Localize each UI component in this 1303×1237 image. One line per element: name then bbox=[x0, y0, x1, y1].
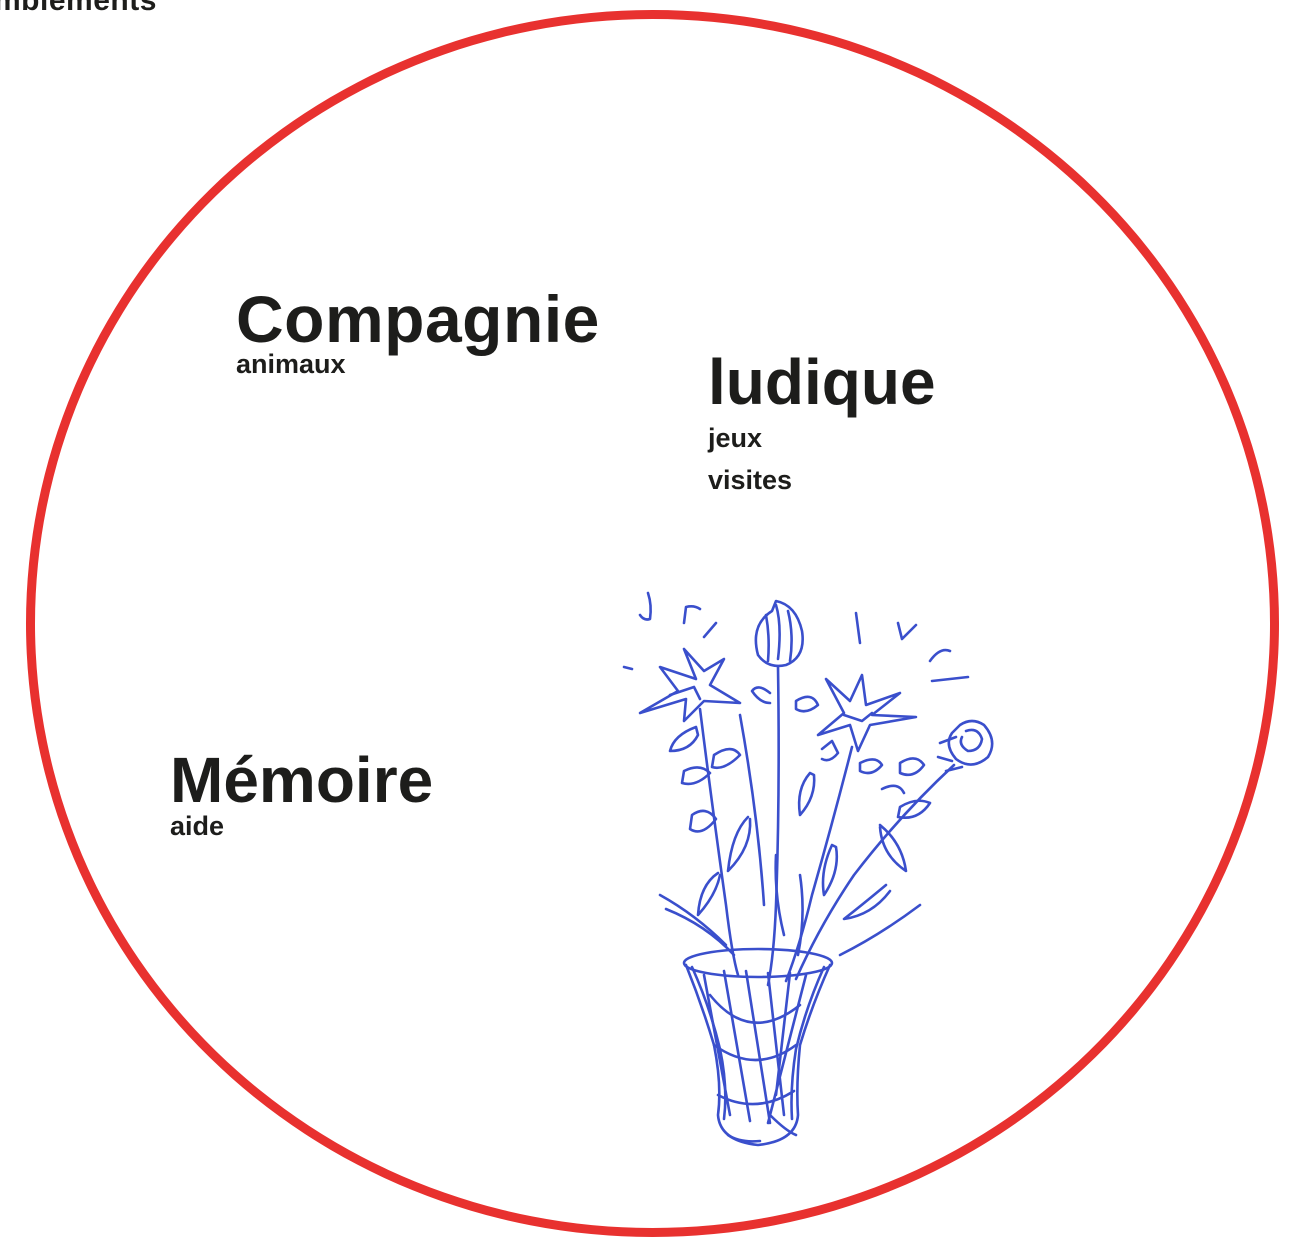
cluster-ludique-title: ludique bbox=[708, 346, 936, 418]
cluster-compagnie-title: Compagnie bbox=[236, 282, 600, 356]
cluster-memoire-item: aide bbox=[170, 811, 225, 841]
cluster-memoire-title: Mémoire bbox=[170, 744, 434, 816]
flower-bouquet-sketch-icon bbox=[622, 591, 994, 1147]
clipped-header-text: mbiements bbox=[0, 0, 157, 17]
cluster-ludique-item: visites bbox=[708, 465, 793, 496]
cluster-compagnie: Compagnie animaux bbox=[236, 286, 600, 380]
cluster-ludique-item: jeux bbox=[708, 423, 763, 453]
cluster-ludique: ludique jeux visites bbox=[708, 350, 936, 499]
cluster-memoire: Mémoire aide bbox=[170, 748, 433, 842]
cluster-compagnie-item: animaux bbox=[236, 349, 346, 379]
